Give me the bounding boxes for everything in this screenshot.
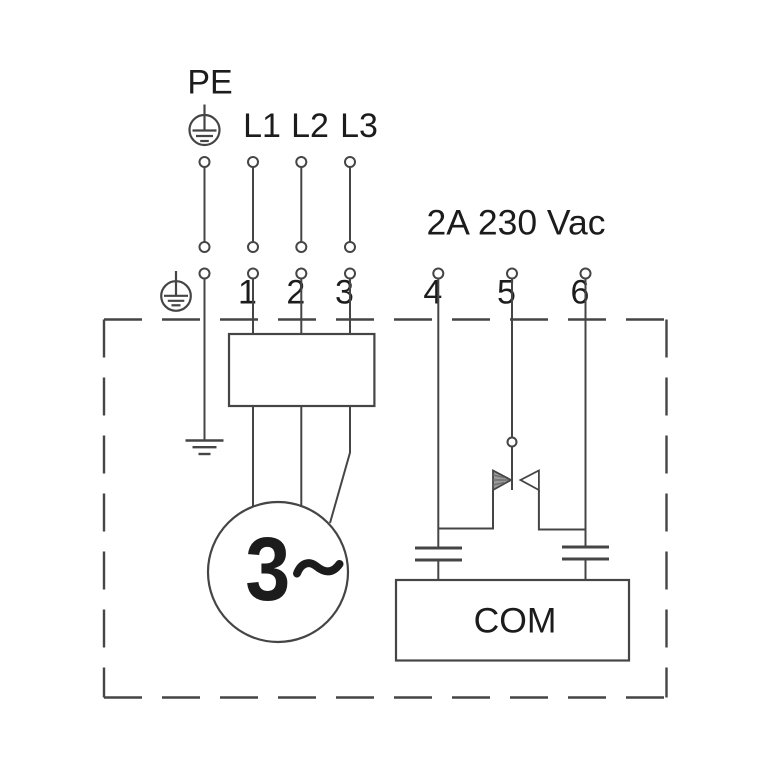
svg-text:L1: L1 — [243, 107, 281, 145]
svg-text:2A 230 Vac: 2A 230 Vac — [427, 203, 606, 243]
svg-text:L2: L2 — [291, 107, 329, 145]
svg-text:L3: L3 — [340, 107, 378, 145]
svg-text:3: 3 — [245, 519, 290, 620]
svg-text:COM: COM — [474, 601, 557, 641]
svg-text:PE: PE — [187, 64, 232, 102]
